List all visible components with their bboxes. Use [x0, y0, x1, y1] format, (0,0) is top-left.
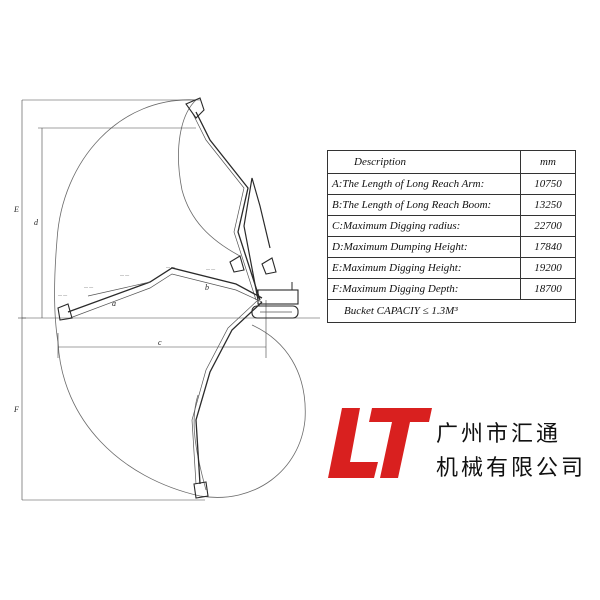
svg-text:— —: — —	[166, 264, 175, 269]
dim-label-e: E	[13, 205, 19, 214]
company-name-line1: 广州市汇通	[436, 422, 562, 447]
working-range-envelope	[54, 99, 306, 498]
svg-text:— —: — —	[206, 266, 215, 271]
dim-label-c: c	[158, 338, 162, 347]
spec-table: Description mm A:The Length of Long Reac…	[327, 150, 576, 323]
spec-row: C:Maximum Digging radius: 22700	[327, 215, 576, 237]
boom-arm-dump	[229, 177, 277, 301]
dim-label-f: F	[13, 405, 19, 414]
boom-arm-max-radius	[57, 267, 263, 321]
dimension-lines	[18, 99, 267, 501]
component-annotations: — — — — — — — — — —	[58, 264, 215, 297]
header-unit: mm	[520, 150, 576, 174]
company-logo	[328, 408, 432, 478]
spec-row-value: 18700	[520, 278, 576, 300]
spec-row: B:The Length of Long Reach Boom: 13250	[327, 194, 576, 216]
spec-table-header: Description mm	[327, 150, 576, 174]
dim-label-a: a	[112, 299, 116, 308]
spec-row-label: E:Maximum Digging Height:	[327, 257, 521, 279]
spec-row-value: 13250	[520, 194, 576, 216]
spec-row-label: D:Maximum Dumping Height:	[327, 236, 521, 258]
bucket-capacity-text: Bucket CAPACIY ≤ 1.3M³	[327, 299, 576, 323]
company-name-line2: 机械有限公司	[436, 456, 587, 481]
logo-letter-t	[369, 408, 432, 478]
svg-text:— —: — —	[120, 272, 129, 277]
spec-row-label: B:The Length of Long Reach Boom:	[327, 194, 521, 216]
spec-row-value: 10750	[520, 173, 576, 195]
svg-text:— —: — —	[58, 292, 67, 297]
spec-row-value: 19200	[520, 257, 576, 279]
spec-row-value: 17840	[520, 236, 576, 258]
spec-row-label: F:Maximum Digging Depth:	[327, 278, 521, 300]
spec-row: E:Maximum Digging Height: 19200	[327, 257, 576, 279]
boom-arm-max-depth	[191, 299, 263, 499]
dim-label-d: d	[34, 218, 39, 227]
dim-label-b: b	[205, 283, 209, 292]
logo-letter-l	[328, 408, 378, 478]
bucket-capacity-row: Bucket CAPACIY ≤ 1.3M³	[327, 299, 576, 323]
spec-row: A:The Length of Long Reach Arm: 10750	[327, 173, 576, 195]
header-description: Description	[327, 150, 521, 174]
excavator-base	[251, 282, 299, 319]
spec-row-value: 22700	[520, 215, 576, 237]
spec-row-label: A:The Length of Long Reach Arm:	[327, 173, 521, 195]
boom-arm-max-height	[185, 97, 261, 301]
spec-row-label: C:Maximum Digging radius:	[327, 215, 521, 237]
svg-text:— —: — —	[84, 284, 93, 289]
spec-row: F:Maximum Digging Depth: 18700	[327, 278, 576, 300]
spec-row: D:Maximum Dumping Height: 17840	[327, 236, 576, 258]
